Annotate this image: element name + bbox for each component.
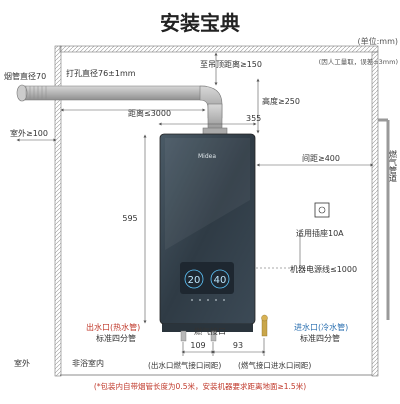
outlet-pipe <box>180 330 187 342</box>
outlet-spec: 标准四分管 <box>96 333 136 343</box>
ceiling-clearance-label: 至吊顶距离≥150 <box>200 59 262 69</box>
gas-inlet-label: 燃气接口 <box>194 326 226 336</box>
outlet-label: 出水口(热水管) <box>86 322 140 332</box>
inlet-label: 进水口(冷水管) <box>294 322 348 332</box>
display-temp-right: 40 <box>214 275 227 286</box>
measure-note: (因人工量取，误差±3mm) <box>319 57 398 66</box>
display-temp-left: 20 <box>188 275 201 286</box>
flue-pipe-end <box>16 84 28 102</box>
inlet-spec: 标准四分管 <box>300 333 340 343</box>
page-title: 安装宝典 <box>160 11 240 35</box>
socket-label: 适用插座10A <box>296 228 344 238</box>
dim-109-label: 109 <box>190 341 205 350</box>
unit-note: (单位:mm) <box>357 36 398 46</box>
flue-pipe-horizontal <box>17 85 209 101</box>
power-cord-label: 机器电源线≤1000 <box>290 264 357 274</box>
display-dial-left <box>184 269 204 289</box>
brand-logo: Midea <box>198 153 216 160</box>
gap-inlet-caption: (燃气接口进水口间距) <box>238 360 311 370</box>
height-250-label: 高度≥250 <box>262 96 300 106</box>
wall-socket <box>314 202 330 218</box>
display-dial-right <box>210 269 230 289</box>
footnote: (*包装内自带烟管长度为0.5米，安装机器要求距离地面≥1.5米) <box>94 381 306 391</box>
gas-pipe-stub <box>210 330 217 342</box>
ceiling <box>59 45 379 53</box>
inlet-valve <box>261 314 268 322</box>
outdoor-label: 室外 <box>14 358 30 368</box>
height-595-label: 595 <box>122 214 137 223</box>
outdoor-100-label: 室外≥100 <box>10 128 48 138</box>
heater-base <box>162 324 253 332</box>
distance-3000-label: 距离≤3000 <box>128 108 171 118</box>
width-355-label: 355 <box>246 114 261 123</box>
dim-93-label: 93 <box>233 341 243 350</box>
outer-wall <box>54 45 62 377</box>
right-wall <box>371 51 379 377</box>
flue-diameter-label: 烟管直径70 <box>4 71 46 81</box>
spacing-400-label: 间距≥400 <box>302 154 340 163</box>
hole-diameter-label: 打孔直径76±1mm <box>66 68 136 78</box>
indoor-label: 非浴室内 <box>72 358 104 368</box>
gap-outlet-caption: (出水口燃气接口间距) <box>148 360 221 370</box>
gas-pipe-label: 燃气管道 <box>389 149 398 183</box>
